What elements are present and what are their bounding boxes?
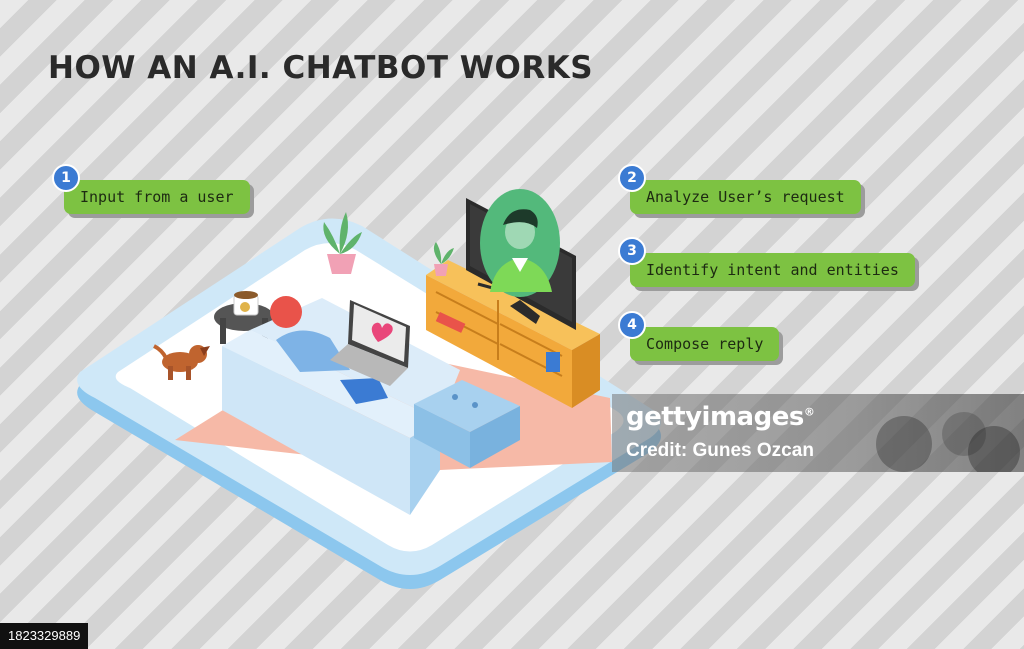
step-label: Input from a user [64,180,250,214]
step-label: Compose reply [630,327,780,361]
step-number-badge: 1 [52,164,80,192]
tv-stand-icon [426,260,600,408]
image-id-label: 1823329889 [0,623,89,649]
step-label: Identify intent and entities [630,253,915,287]
watermark-circles-icon [876,412,1020,472]
person-icon [270,296,388,404]
watermark-credit: Credit: Gunes Ozcan [626,440,814,461]
step-number-badge: 2 [618,164,646,192]
step-3: 3 Identify intent and entities [618,237,915,287]
chatbot-avatar-icon [480,189,560,297]
step-4: 4 Compose reply [618,311,780,361]
ottoman-icon [414,380,520,468]
step-2: 2 Analyze User’s request [618,164,861,214]
step-number-badge: 3 [618,237,646,265]
potted-plant-icon [323,212,362,274]
small-plant-icon [433,242,454,276]
page-title: HOW AN A.I. CHATBOT WORKS [48,50,594,86]
dog-icon [153,344,210,380]
step-1: 1 Input from a user [52,164,250,214]
coffee-cup-icon [233,291,259,316]
step-label: Analyze User’s request [630,180,861,214]
step-number-badge: 4 [618,311,646,339]
heart-icon [371,322,393,342]
watermark-brand: gettyimages® [626,402,815,432]
getty-watermark: gettyimages® Credit: Gunes Ozcan [612,394,1024,472]
